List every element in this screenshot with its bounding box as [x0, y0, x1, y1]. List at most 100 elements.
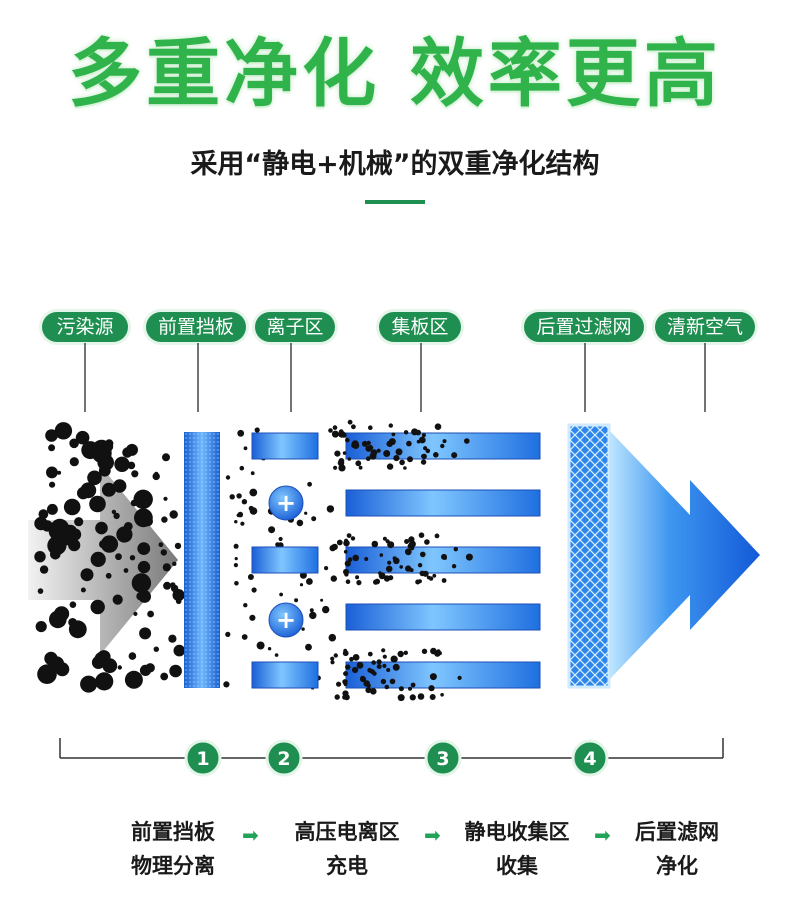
particle	[307, 481, 312, 487]
collected-particle	[408, 686, 412, 691]
zone-tag-pre-baffle: 前置挡板	[146, 312, 246, 342]
particle	[158, 542, 164, 548]
particle	[69, 601, 77, 608]
purification-diagram: + + 1 2 3 4	[28, 343, 760, 777]
particle	[131, 470, 139, 478]
collected-particle	[417, 579, 422, 584]
ion-plus-symbol: +	[276, 606, 296, 634]
collected-particle	[361, 440, 368, 447]
particle	[169, 664, 182, 678]
particle	[161, 516, 168, 523]
particle	[101, 482, 116, 497]
collected-particle	[376, 659, 382, 665]
collected-particle	[370, 688, 377, 695]
particle	[137, 560, 151, 574]
collected-particle	[382, 536, 387, 541]
collected-particle	[376, 448, 381, 453]
particle	[139, 627, 152, 640]
particle	[256, 641, 265, 650]
collected-particle	[409, 694, 416, 701]
particle	[243, 446, 248, 451]
step-badge-3: 3	[424, 739, 462, 777]
collected-particle	[380, 678, 387, 685]
particle	[274, 653, 279, 657]
svg-text:4: 4	[583, 748, 596, 770]
collected-particle	[355, 460, 362, 467]
collected-particle	[397, 694, 405, 702]
collected-particle	[407, 456, 413, 463]
particle	[173, 644, 186, 657]
collected-particle	[433, 452, 439, 458]
particle	[175, 598, 182, 605]
particle	[275, 542, 280, 547]
collected-particle	[345, 579, 351, 584]
collected-particle	[363, 680, 371, 687]
collected-particle	[342, 451, 347, 455]
particle	[233, 543, 239, 549]
collected-particle	[391, 432, 396, 437]
particle	[301, 627, 305, 631]
collected-particle	[440, 693, 444, 697]
tag-leader-lines	[84, 343, 706, 412]
collected-particle	[330, 656, 335, 661]
collected-particle	[342, 690, 349, 697]
particle	[95, 521, 108, 535]
collected-particle	[417, 563, 423, 568]
collected-particle	[382, 663, 387, 669]
collected-particle	[369, 452, 377, 460]
collected-particle	[381, 648, 386, 653]
particle	[267, 647, 272, 651]
particle	[153, 646, 159, 652]
title-underline	[365, 200, 425, 204]
collected-particle	[432, 573, 437, 578]
collected-particle	[343, 671, 349, 677]
particle	[249, 488, 258, 497]
particle	[254, 427, 260, 433]
particle	[163, 581, 172, 590]
fresh-air-arrow	[609, 430, 760, 680]
particle	[299, 571, 307, 579]
particle	[100, 535, 119, 553]
particle	[35, 621, 47, 633]
particle	[163, 496, 168, 501]
collected-particle	[441, 578, 447, 583]
collected-particle	[404, 548, 412, 556]
particle	[77, 486, 90, 500]
particle	[137, 542, 151, 555]
particle	[250, 471, 255, 476]
particle	[99, 540, 108, 549]
particle	[162, 563, 171, 572]
ionizer-plates	[251, 432, 319, 689]
particle	[324, 566, 329, 571]
collected-particle	[352, 666, 359, 674]
collected-particle	[367, 444, 374, 451]
particle	[278, 536, 283, 542]
collector-plates	[345, 432, 541, 689]
collected-particle	[387, 560, 392, 565]
collected-particle	[451, 564, 457, 569]
particle	[311, 516, 317, 522]
collected-particle	[405, 565, 412, 572]
particle	[234, 520, 238, 524]
particle	[172, 589, 185, 602]
particle	[330, 660, 335, 665]
particle	[170, 582, 176, 588]
particle	[34, 551, 46, 563]
step-label-1: 前置挡板物理分离	[131, 820, 215, 878]
collected-particle	[403, 466, 407, 470]
particle	[124, 670, 143, 689]
particle	[309, 611, 317, 620]
particle	[160, 672, 169, 681]
zone-tag-ion-zone: 离子区	[255, 312, 335, 342]
step-label-4: 后置滤网净化	[635, 820, 719, 878]
particle	[147, 610, 155, 618]
particle	[249, 507, 258, 515]
particle	[39, 565, 49, 574]
collected-particle	[383, 450, 391, 457]
particle	[322, 605, 330, 614]
step-badge-4: 4	[571, 739, 609, 777]
collected-particle	[416, 439, 421, 444]
particle	[240, 521, 245, 526]
svg-text:1: 1	[196, 748, 209, 770]
particle	[90, 599, 105, 615]
